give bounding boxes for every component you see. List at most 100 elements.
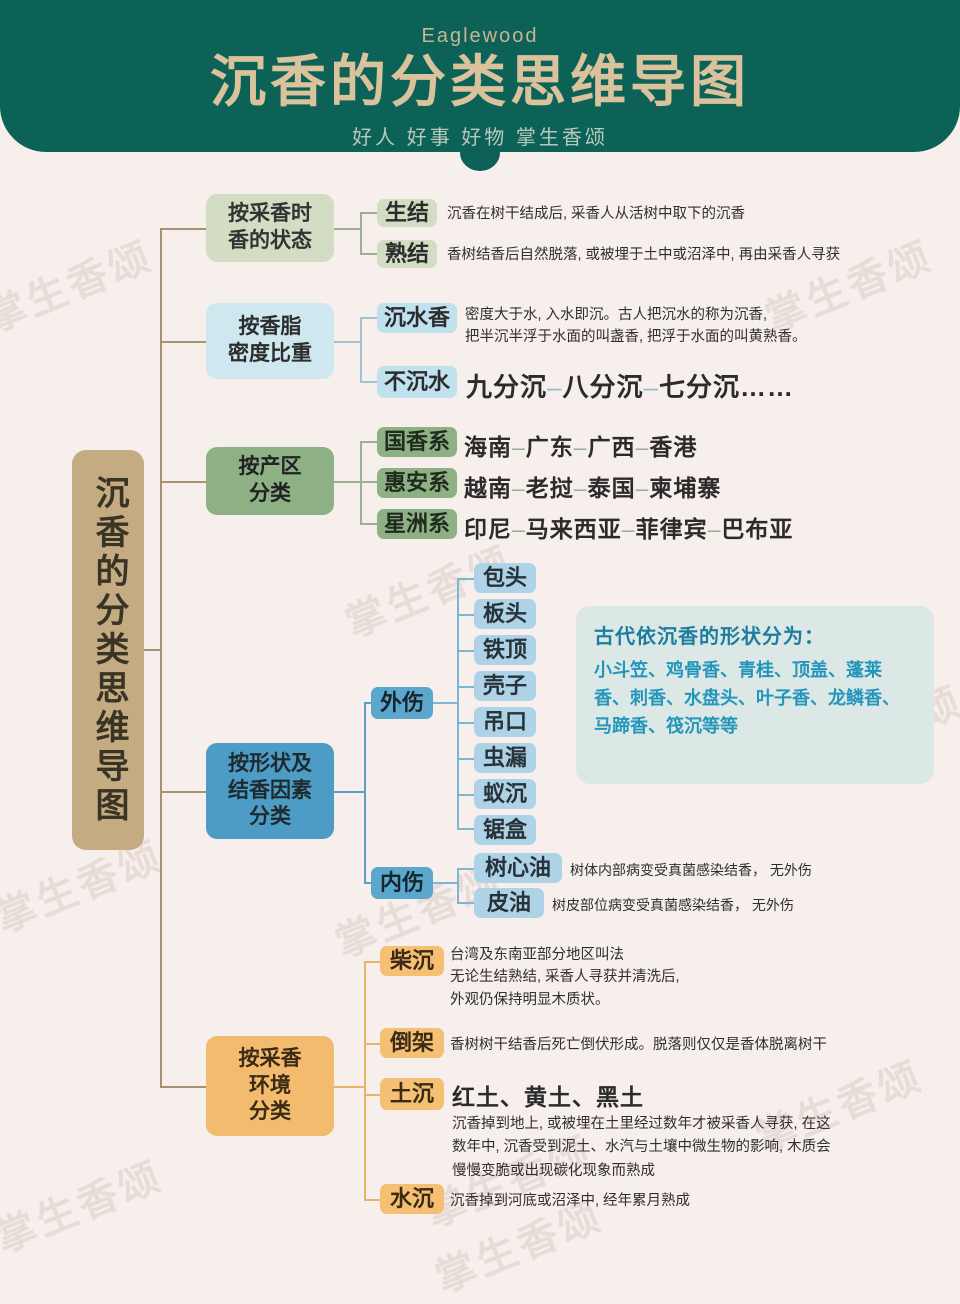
chip-熟结[interactable]: 熟结: [377, 240, 437, 268]
tag-item: 巴布亚: [721, 516, 794, 542]
tag-item: 七分沉……: [658, 372, 794, 402]
chip-沉水香[interactable]: 沉水香: [377, 303, 457, 333]
branch-region[interactable]: 按产区 分类: [206, 447, 334, 515]
desc-沉水香: 密度大于水, 入水即沉。古人把沉水的称为沉香, 把半沉半浮于水面的叫盏香, 把浮…: [465, 307, 807, 345]
outer-link-8: [457, 828, 475, 830]
page-title: 沉香的分类思维导图: [210, 52, 750, 114]
chip-蚁沉[interactable]: 蚁沉: [474, 779, 536, 809]
branch-label: 按形状及 结香因素 分类: [228, 751, 312, 829]
outer-link-1: [457, 578, 475, 580]
region-stem: [334, 481, 362, 483]
tag-item: 九分沉: [466, 372, 548, 402]
desc-熟结: 香树结香后自然脱落, 或被埋于土中或沼泽中, 再由采香人寻获: [447, 247, 841, 263]
desc-土沉: 沉香掉到地上, 或被埋在土里经过数年才被采香人寻获, 在这 数年中, 沉香受到泥…: [452, 1116, 831, 1179]
chip-铁顶[interactable]: 铁顶: [474, 635, 536, 665]
trunk-5: [160, 1086, 206, 1088]
region-link-2: [360, 481, 378, 483]
chip-内伤[interactable]: 内伤: [371, 867, 433, 899]
tag-item: 香港: [649, 434, 698, 460]
branch-density[interactable]: 按香脂 密度比重: [206, 303, 334, 379]
outer-link-6: [457, 758, 475, 760]
heading-土沉: 红土、黄土、黑土: [452, 1084, 644, 1110]
tags-惠安系: 越南–老挝–泰国–柬埔寨: [464, 475, 722, 501]
harvest-stem: [334, 228, 362, 230]
chip-虫漏[interactable]: 虫漏: [474, 743, 536, 773]
tag-item: 广西: [587, 434, 636, 460]
inner-fork: [457, 868, 459, 904]
tag-item: 菲律宾: [635, 516, 708, 542]
chip-锯盒[interactable]: 锯盒: [474, 815, 536, 845]
desc-柴沉: 台湾及东南亚部分地区叫法 无论生结熟结, 采香人寻获并清洗后, 外观仍保持明显木…: [450, 947, 680, 1008]
branch-harvest-state[interactable]: 按采香时 香的状态: [206, 194, 334, 262]
chip-吊口[interactable]: 吊口: [474, 707, 536, 737]
branch-label: 按采香 环境 分类: [238, 1046, 302, 1124]
env-fork: [364, 961, 366, 1201]
chip-皮油[interactable]: 皮油: [474, 888, 544, 918]
tag-item: 海南: [464, 434, 512, 460]
outer-link-3: [457, 650, 475, 652]
trunk-1: [160, 228, 206, 230]
outer-link-5: [457, 722, 475, 724]
root-connector: [144, 649, 162, 651]
infobox-title: 古代依沉香的形状分为：: [594, 626, 825, 648]
branch-label: 按香脂 密度比重: [228, 315, 312, 365]
chip-树心油[interactable]: 树心油: [474, 853, 562, 883]
chip-壳子[interactable]: 壳子: [474, 671, 536, 701]
tag-item: 马来西亚: [525, 516, 622, 542]
header-notch: [460, 149, 500, 171]
ancient-shapes-infobox: 古代依沉香的形状分为： 小斗笠、鸡骨香、青桂、顶盖、蓬莱香、刺香、水盘头、叶子香…: [576, 606, 934, 784]
harvest-link-2: [360, 253, 378, 255]
root-node: 沉香的分类思维导图: [72, 450, 144, 850]
tag-item: 八分沉: [562, 372, 644, 402]
density-stem: [334, 341, 362, 343]
chip-惠安系[interactable]: 惠安系: [377, 468, 457, 498]
chip-水沉[interactable]: 水沉: [380, 1184, 444, 1214]
header-english-title: Eaglewood: [421, 25, 539, 47]
chip-生结[interactable]: 生结: [377, 199, 437, 227]
outer-link-2: [457, 614, 475, 616]
tags-不沉水: 九分沉–八分沉–七分沉……: [466, 372, 794, 402]
env-stem: [334, 1086, 366, 1088]
chip-外伤[interactable]: 外伤: [371, 687, 433, 719]
tag-item: 柬埔寨: [649, 475, 722, 501]
branch-environment[interactable]: 按采香 环境 分类: [206, 1036, 334, 1136]
inner-link-2: [457, 902, 475, 904]
branch-label: 按采香时 香的状态: [228, 202, 312, 252]
chip-国香系[interactable]: 国香系: [377, 427, 457, 457]
tag-item: 印尼: [464, 516, 512, 542]
env-link-3: [364, 1094, 382, 1096]
trunk-2: [160, 341, 206, 343]
shape-fork: [364, 702, 366, 884]
outer-fork: [457, 578, 459, 828]
chip-柴沉[interactable]: 柴沉: [380, 946, 444, 976]
chip-包头[interactable]: 包头: [474, 563, 536, 593]
desc-皮油: 树皮部位病变受真菌感染结香， 无外伤: [552, 897, 794, 913]
chip-倒架[interactable]: 倒架: [380, 1028, 444, 1058]
density-link-1: [360, 317, 378, 319]
branch-label: 按产区 分类: [238, 455, 302, 505]
harvest-fork: [360, 212, 362, 254]
desc-生结: 沉香在树干结成后, 采香人从活树中取下的沉香: [447, 206, 746, 222]
chip-土沉[interactable]: 土沉: [380, 1078, 444, 1110]
region-link-3: [360, 523, 378, 525]
tags-星洲系: 印尼–马来西亚–菲律宾–巴布亚: [464, 516, 794, 542]
density-fork: [360, 317, 362, 383]
tag-item: 老挝: [525, 475, 574, 501]
outer-link-7: [457, 794, 475, 796]
chip-星洲系[interactable]: 星洲系: [377, 509, 457, 539]
chip-不沉水[interactable]: 不沉水: [377, 366, 457, 398]
root-spine: [160, 228, 162, 1086]
infobox-body: 小斗笠、鸡骨香、青桂、顶盖、蓬莱香、刺香、水盘头、叶子香、龙鳞香、马蹄香、筏沉等…: [594, 660, 900, 736]
shape-stem: [334, 791, 366, 793]
inner-link-1: [457, 868, 475, 870]
header-subtitle: 好人 好事 好物 掌生香颂: [352, 126, 608, 149]
outer-link-4: [457, 686, 475, 688]
chip-板头[interactable]: 板头: [474, 599, 536, 629]
desc-树心油: 树体内部病变受真菌感染结香， 无外伤: [570, 862, 812, 878]
desc-水沉: 沉香掉到河底或沼泽中, 经年累月熟成: [450, 1193, 691, 1209]
env-link-1: [364, 961, 382, 963]
harvest-link-1: [360, 212, 378, 214]
branch-shape[interactable]: 按形状及 结香因素 分类: [206, 743, 334, 839]
density-link-2: [360, 381, 378, 383]
